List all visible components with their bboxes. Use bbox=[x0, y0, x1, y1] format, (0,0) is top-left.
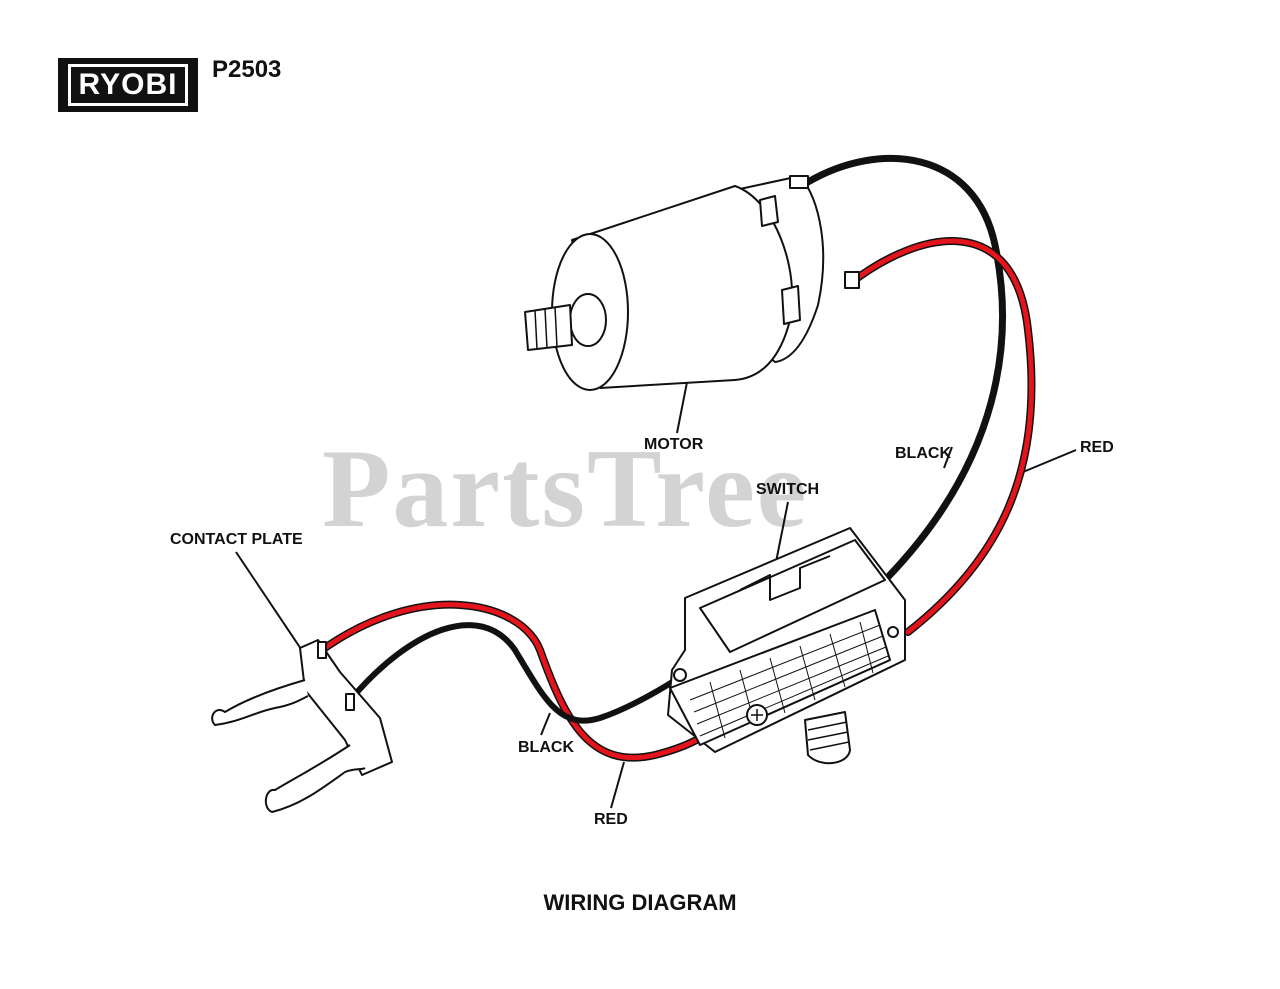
motor-front-bearing bbox=[569, 293, 607, 347]
contact-plate-drawing bbox=[211, 639, 393, 813]
red-wire-motor-switch bbox=[849, 238, 1034, 635]
motor-terminal-red bbox=[844, 271, 860, 289]
red-upper-leader bbox=[1022, 449, 1077, 473]
motor-terminal-black bbox=[789, 175, 809, 189]
label-switch: SWITCH bbox=[756, 481, 820, 498]
switch-top bbox=[699, 539, 886, 653]
pinion-teeth bbox=[534, 306, 558, 350]
switch-terminal-red bbox=[887, 626, 899, 638]
label-contact-plate: CONTACT PLATE bbox=[170, 531, 303, 548]
label-red-upper: RED bbox=[1080, 439, 1114, 456]
switch-leader bbox=[775, 501, 789, 563]
switch-trigger-spring bbox=[804, 711, 851, 765]
contact-plate-terminal-black bbox=[345, 693, 355, 711]
wires bbox=[318, 154, 1036, 762]
contact-plate-terminal-red bbox=[317, 641, 327, 659]
motor-drawing bbox=[524, 175, 860, 391]
black-upper-leader bbox=[943, 446, 953, 469]
label-red-lower: RED bbox=[594, 811, 628, 828]
contact-plate-arm-upper bbox=[211, 679, 309, 726]
switch-top-detail bbox=[739, 555, 831, 601]
switch-terminal-black bbox=[673, 668, 687, 682]
contact-plate-leader bbox=[235, 551, 306, 656]
black-wire-plate-switch bbox=[349, 622, 685, 724]
red-wire-plate-switch bbox=[319, 602, 703, 761]
ryobi-logo: RYOBI bbox=[58, 58, 198, 112]
ryobi-logo-text: RYOBI bbox=[67, 64, 189, 106]
red-lower-leader bbox=[610, 761, 625, 809]
diagram-caption: WIRING DIAGRAM bbox=[543, 890, 737, 915]
label-motor: MOTOR bbox=[644, 436, 704, 453]
switch-grid bbox=[689, 621, 889, 739]
motor-pinion bbox=[524, 304, 573, 351]
label-black-upper: BLACK bbox=[895, 445, 951, 462]
black-lower-leader bbox=[540, 712, 551, 736]
switch-drawing bbox=[667, 527, 906, 765]
model-number: P2503 bbox=[212, 56, 282, 83]
watermark: PartsTree bbox=[322, 427, 809, 551]
motor-slot-1 bbox=[759, 195, 779, 227]
black-wire-motor-switch bbox=[804, 154, 1006, 581]
label-black-lower: BLACK bbox=[518, 739, 574, 756]
motor-slot-2 bbox=[781, 285, 801, 325]
contact-plate-arm-lower bbox=[264, 744, 366, 813]
